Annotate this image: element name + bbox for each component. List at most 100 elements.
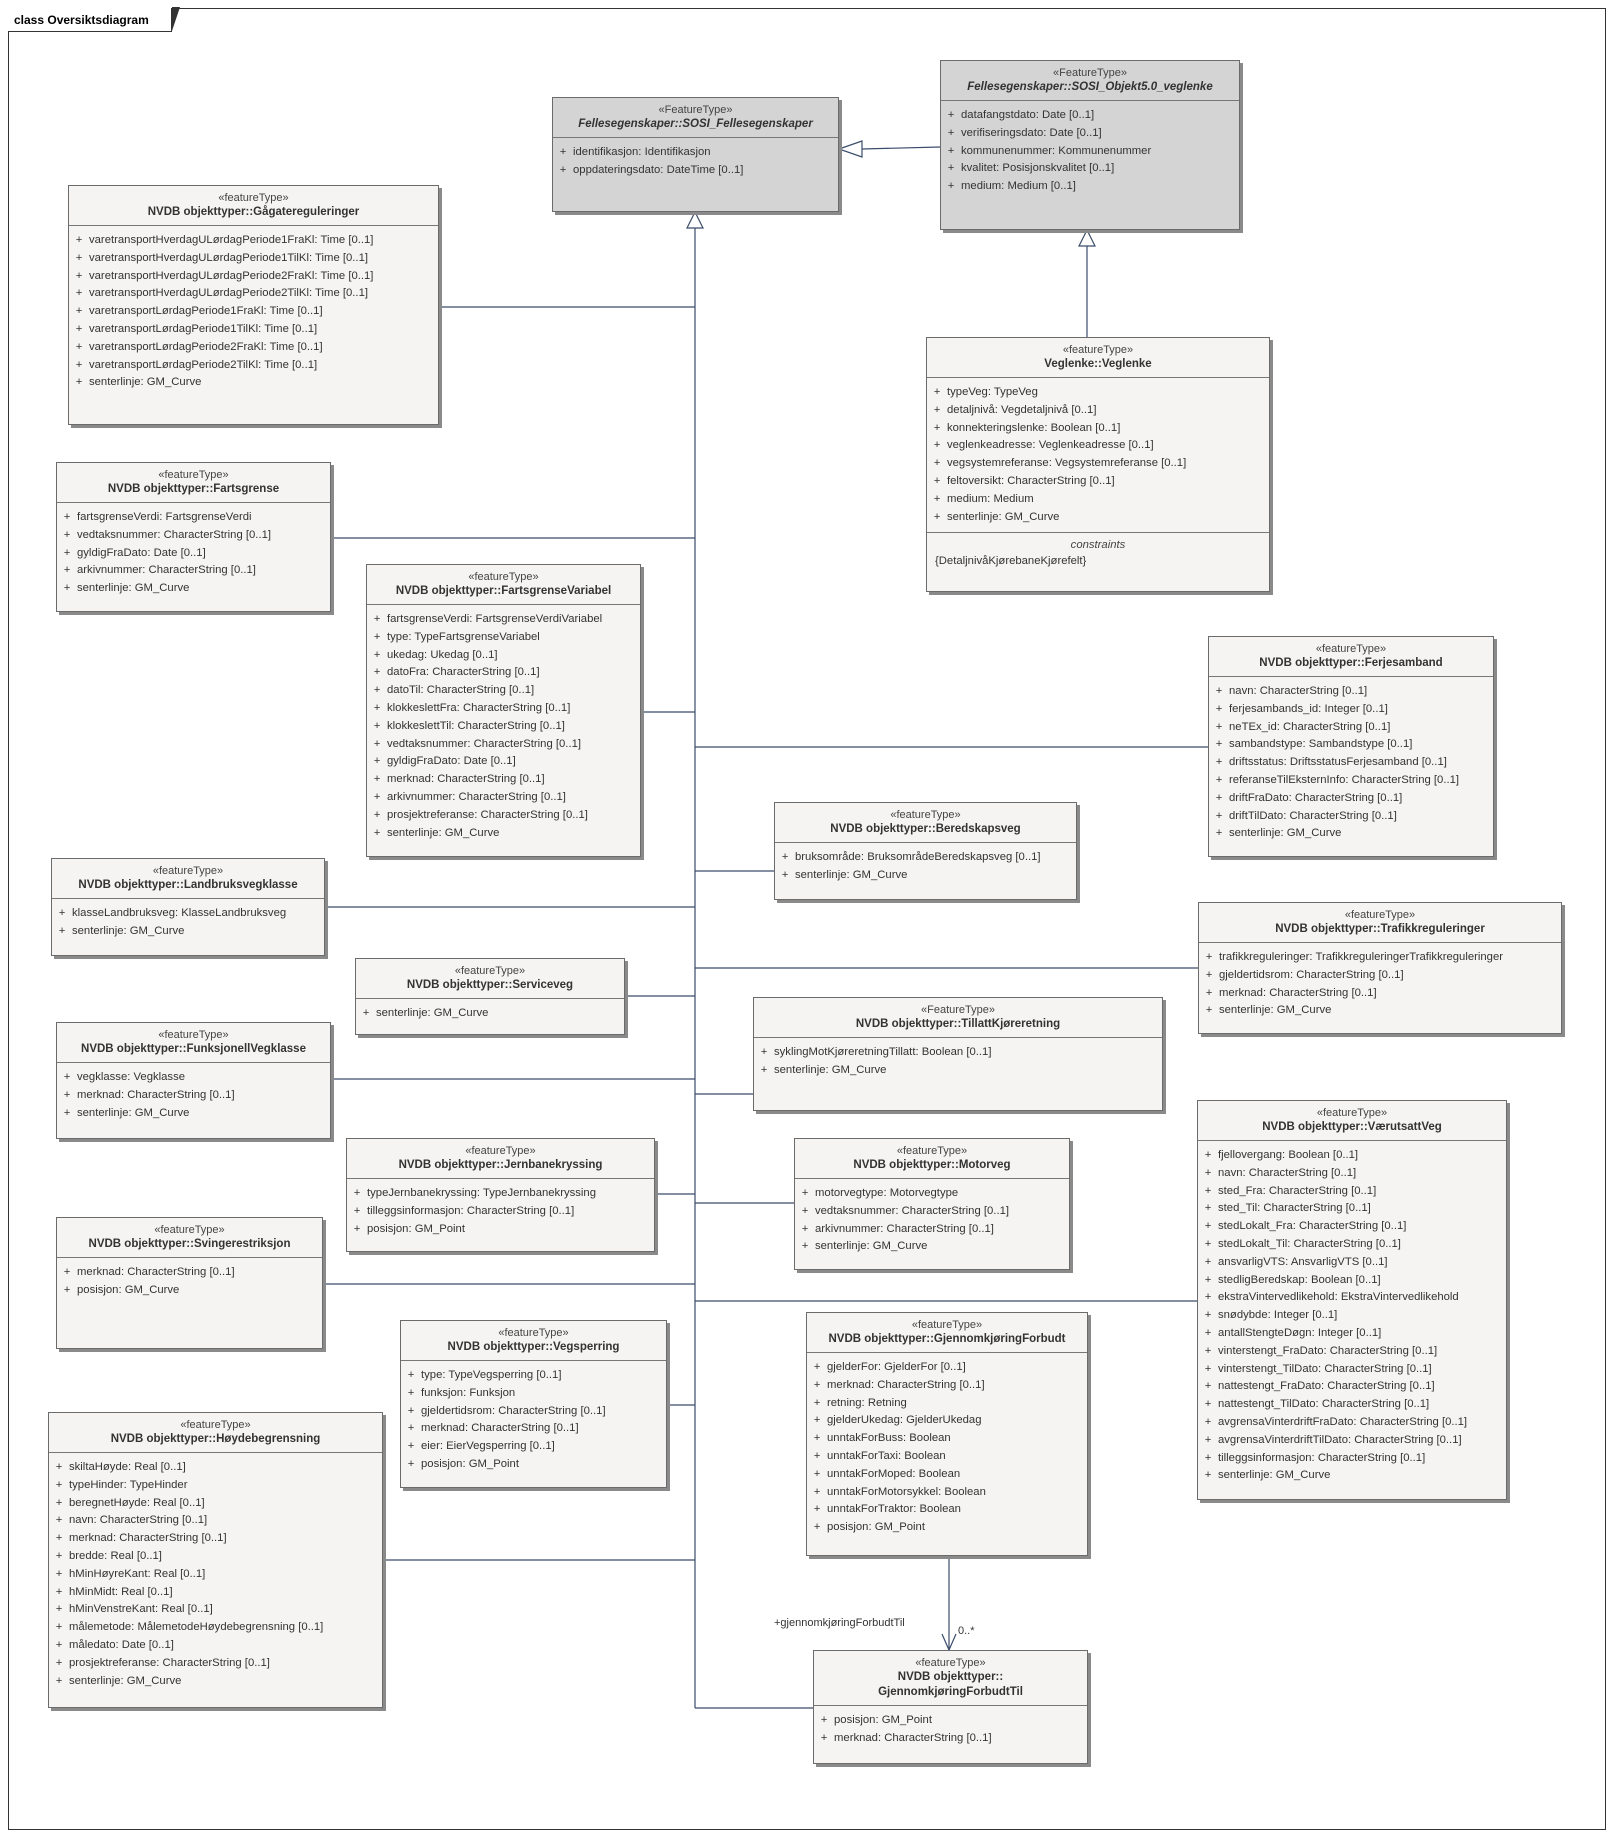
class-hoydebegrensning[interactable]: «featureType» NVDB objekttyper::Høydebeg…	[48, 1412, 383, 1708]
attribute-text: varetransportHverdagULørdagPeriode2TilKl…	[89, 287, 368, 300]
visibility-marker: +	[55, 1478, 63, 1491]
attribute-row: +klokkeslettFra: CharacterString [0..1]	[367, 700, 640, 718]
class-name-line2: GjennomkjøringForbudtTil	[878, 1686, 1023, 1698]
attribute-text: vedtaksnummer: CharacterString [0..1]	[387, 737, 582, 750]
visibility-marker: +	[1204, 1309, 1212, 1322]
attribute-row: +varetransportHverdagULørdagPeriode1FraK…	[69, 232, 438, 250]
attribute-text: navn: CharacterString [0..1]	[1218, 1166, 1357, 1179]
class-name: NVDB objekttyper::GjennomkjøringForbudt	[828, 1333, 1066, 1345]
visibility-marker: +	[353, 1187, 361, 1199]
attribute-row: +arkivnummer: CharacterString [0..1]	[795, 1221, 1069, 1239]
visibility-marker: +	[1204, 1326, 1212, 1339]
attribute-text: oppdateringsdato: DateTime [0..1]	[573, 163, 744, 176]
attribute-text: driftFraDato: CharacterString [0..1]	[1229, 791, 1403, 804]
attribute-text: ferjesambands_id: Integer [0..1]	[1229, 702, 1388, 715]
attribute-row: + varetransportHverdagULørdagPeriode2TilK…	[69, 285, 438, 303]
class-funksjonellvegklasse[interactable]: «featureType» NVDB objekttyper::Funksjon…	[56, 1022, 331, 1139]
class-gjennomkjoringforbudttil[interactable]: «featureType» NVDB objekttyper:: Gjennom…	[813, 1650, 1088, 1764]
attribute-text: posisjon: GM_Point	[827, 1521, 925, 1534]
attribute-text: senterlinje: GM_Curve	[815, 1240, 928, 1253]
class-landbruksvegklasse[interactable]: «featureType» NVDB objekttyper::Landbruk…	[51, 858, 325, 956]
class-header: «featureType» NVDB objekttyper::Motorveg	[795, 1139, 1069, 1179]
attribute-text: driftsstatus: DriftsstatusFerjesamband […	[1229, 756, 1447, 769]
visibility-marker: +	[373, 790, 381, 803]
attribute-text: datoFra: CharacterString [0..1]	[387, 666, 540, 679]
class-header: «featureType» NVDB objekttyper::Trafikkr…	[1199, 903, 1561, 943]
class-svingerestriksjon[interactable]: «featureType» NVDB objekttyper::Svingere…	[56, 1217, 323, 1349]
visibility-marker: +	[63, 528, 71, 541]
visibility-marker: +	[1204, 1469, 1212, 1482]
class-tillattkjoreretning[interactable]: «FeatureType» NVDB objekttyper::TillattK…	[753, 997, 1163, 1111]
stereotype: «FeatureType»	[658, 104, 733, 116]
class-beredskapsveg[interactable]: «featureType» NVDB objekttyper::Beredska…	[774, 802, 1077, 900]
stereotype: «featureType»	[1062, 344, 1134, 356]
attribute-row: +klokkeslettTil: CharacterString [0..1]	[367, 718, 640, 736]
visibility-marker: +	[75, 305, 83, 318]
class-serviceveg[interactable]: «featureType» NVDB objekttyper::Servicev…	[355, 958, 625, 1035]
attribute-text: varetransportHverdagULørdagPeriode2FraKl…	[89, 269, 374, 282]
class-vegsperring[interactable]: «featureType» NVDB objekttyper::Vegsperr…	[400, 1320, 667, 1488]
visibility-marker: +	[813, 1485, 821, 1498]
class-motorveg[interactable]: «featureType» NVDB objekttyper::Motorveg…	[794, 1138, 1070, 1270]
attribute-row: +merknad: CharacterString [0..1]	[401, 1420, 666, 1438]
class-gagatereguleringer[interactable]: «featureType» NVDB objekttyper::Gågatere…	[68, 185, 439, 425]
class-jernbanekryssing[interactable]: «featureType» NVDB objekttyper::Jernbane…	[346, 1138, 655, 1252]
attribute-text: datoTil: CharacterString [0..1]	[387, 684, 535, 697]
class-name: NVDB objekttyper::TillattKjøreretning	[855, 1018, 1061, 1030]
class-fartsgrense[interactable]: «featureType» NVDB objekttyper::Fartsgre…	[56, 462, 331, 612]
class-trafikkreguleringer[interactable]: «featureType» NVDB objekttyper::Trafikkr…	[1198, 902, 1562, 1034]
visibility-marker: +	[801, 1240, 809, 1253]
class-header: «featureType» NVDB objekttyper::Svingere…	[57, 1218, 322, 1258]
visibility-marker: +	[55, 1638, 63, 1651]
class-vaerutsattveg[interactable]: «featureType» NVDB objekttyper::Værutsat…	[1197, 1100, 1507, 1500]
attribute-text: merknad: CharacterString [0..1]	[77, 1266, 235, 1278]
class-name: NVDB objekttyper::Gågatereguleringer	[147, 206, 360, 218]
visibility-marker: +	[1204, 1344, 1212, 1357]
attribute-text: type: TypeVegsperring [0..1]	[421, 1369, 562, 1381]
class-name: NVDB objekttyper::Beredskapsveg	[830, 823, 1021, 835]
class-veglenke[interactable]: «featureType» Veglenke::Veglenke +typeVe…	[926, 337, 1270, 592]
visibility-marker: +	[63, 1106, 71, 1119]
visibility-marker: +	[373, 737, 381, 750]
visibility-marker: +	[407, 1386, 415, 1399]
visibility-marker: +	[1205, 951, 1213, 963]
class-header: «FeatureType» Fellesegenskaper::SOSI_Obj…	[941, 61, 1239, 101]
visibility-marker: +	[1205, 1004, 1213, 1017]
attribute-text: unntakForTraktor: Boolean	[827, 1503, 961, 1516]
attribute-text: eier: EierVegsperring [0..1]	[421, 1440, 555, 1453]
attribute-text: posisjon: GM_Point	[834, 1714, 932, 1726]
attribute-row: +neTEx_id: CharacterString [0..1]	[1209, 719, 1493, 737]
attribute-row: +verifiseringsdato: Date [0..1]	[941, 125, 1239, 143]
attribute-text: detaljnivå: Vegdetaljnivå [0..1]	[947, 403, 1097, 416]
visibility-marker: +	[820, 1714, 828, 1726]
stereotype: «featureType»	[180, 1419, 251, 1431]
class-sosi-objekt-veglenke[interactable]: «FeatureType» Fellesegenskaper::SOSI_Obj…	[940, 60, 1240, 230]
visibility-marker: +	[55, 1496, 63, 1509]
visibility-marker: +	[75, 234, 83, 246]
class-gjennomkjoringforbudt[interactable]: «featureType» NVDB objekttyper::Gjennomk…	[806, 1312, 1088, 1556]
class-sosi-fellesegenskaper[interactable]: «FeatureType» Fellesegenskaper::SOSI_Fel…	[552, 97, 839, 212]
class-ferjesamband[interactable]: «featureType» NVDB objekttyper::Ferjesam…	[1208, 636, 1494, 857]
attribute-text: vedtaksnummer: CharacterString [0..1]	[77, 528, 272, 541]
attribute-row: +tilleggsinformasjon: CharacterString [0…	[347, 1203, 654, 1221]
attribute-row: +vedtaksnummer: CharacterString [0..1]	[795, 1203, 1069, 1221]
class-header: «featureType» NVDB objekttyper::Beredska…	[775, 803, 1076, 843]
attribute-row: +merknad: CharacterString [0..1]	[49, 1530, 382, 1548]
class-fartsgrensevariabel[interactable]: «featureType» NVDB objekttyper::Fartsgre…	[366, 564, 641, 857]
visibility-marker: +	[1204, 1433, 1212, 1446]
attribute-text: avgrensaVinterdriftFraDato: CharacterStr…	[1218, 1415, 1468, 1428]
visibility-marker: +	[933, 492, 941, 505]
attribute-text: senterlinje: GM_Curve	[89, 376, 202, 389]
attribute-row: +gjeldertidsrom: CharacterString [0..1]	[401, 1403, 666, 1421]
attribute-text: sted_Til: CharacterString [0..1]	[1218, 1202, 1371, 1215]
class-header: «featureType» NVDB objekttyper::Gjennomk…	[807, 1313, 1087, 1353]
attribute-list: +merknad: CharacterString [0..1]+posisjo…	[57, 1258, 322, 1306]
attribute-row: +ferjesambands_id: Integer [0..1]	[1209, 701, 1493, 719]
attribute-row: +unntakForTraktor: Boolean	[807, 1501, 1087, 1519]
stereotype: «featureType»	[1315, 643, 1387, 655]
attribute-row: +navn: CharacterString [0..1]	[49, 1512, 382, 1530]
attribute-row: +posisjon: GM_Curve	[57, 1282, 322, 1300]
attribute-text: varetransportLørdagPeriode2TilKl: Time […	[89, 358, 318, 371]
attribute-row: +merknad: CharacterString [0..1]	[57, 1087, 330, 1105]
visibility-marker: +	[75, 287, 83, 300]
